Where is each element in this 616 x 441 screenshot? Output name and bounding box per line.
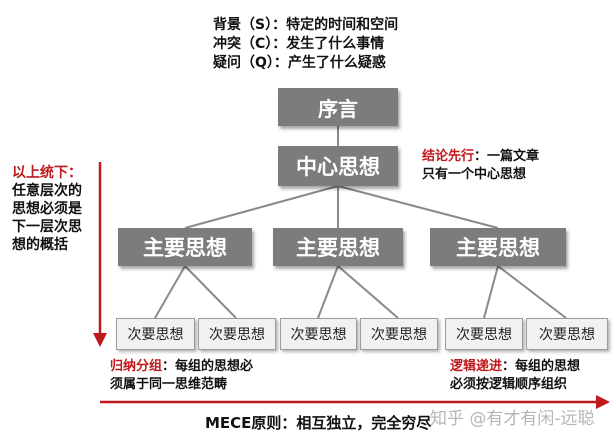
top-down-line-4: 想的概括: [12, 237, 68, 253]
sub-idea-box-3: 次要思想: [280, 318, 357, 350]
conclusion-first-title: 结论先行: [422, 149, 475, 164]
question-note: 疑问（Q）：产生了什么疑惑: [213, 55, 386, 71]
sub-idea-box-2: 次要思想: [198, 318, 276, 350]
sub-idea-box-5: 次要思想: [445, 318, 523, 350]
grouping-text: ：每组的思想必: [162, 359, 254, 374]
preface-box: 序言: [278, 88, 398, 126]
main-idea-box-1: 主要思想: [118, 228, 252, 266]
main-idea-box-2: 主要思想: [273, 228, 403, 266]
grouping-note: 归纳分组：每组的思想必 须属于同一思维范畴: [110, 358, 253, 394]
sub-idea-box-4: 次要思想: [360, 318, 438, 350]
logical-note: 逻辑递进：每组的思想 必须按逻辑顺序组织: [450, 358, 580, 394]
conclusion-first-text: ：一篇文章: [474, 149, 540, 164]
logical-text-2: 必须按逻辑顺序组织: [450, 377, 568, 392]
grouping-text-2: 须属于同一思维范畴: [110, 377, 228, 392]
central-idea-box: 中心思想: [278, 146, 398, 186]
sub-idea-box-1: 次要思想: [116, 318, 195, 350]
sub-idea-box-6: 次要思想: [526, 318, 608, 350]
top-down-line-1: 任意层次的: [12, 183, 82, 199]
situation-note: 背景（S）：特定的时间和空间: [213, 17, 399, 33]
watermark: 知乎 @有才有闲-远聪: [430, 409, 595, 429]
mece-principle: MECE原则：相互独立，完全穷尽: [205, 414, 432, 432]
complication-note: 冲突（C）：发生了什么事情: [213, 36, 385, 52]
main-idea-box-3: 主要思想: [430, 228, 566, 266]
conclusion-first-note: 结论先行：一篇文章 只有一个中心思想: [422, 148, 539, 184]
top-down-note: 以上统下： 任意层次的 思想必须是 下一层次思 想的概括: [12, 164, 96, 254]
logical-text: ：每组的思想: [502, 359, 581, 374]
conclusion-first-text-2: 只有一个中心思想: [422, 167, 527, 182]
top-down-line-3: 下一层次思: [12, 219, 82, 235]
top-down-title: 以上统下：: [12, 165, 82, 181]
grouping-title: 归纳分组: [110, 359, 163, 374]
top-down-line-2: 思想必须是: [12, 201, 82, 217]
logical-title: 逻辑递进: [450, 359, 503, 374]
